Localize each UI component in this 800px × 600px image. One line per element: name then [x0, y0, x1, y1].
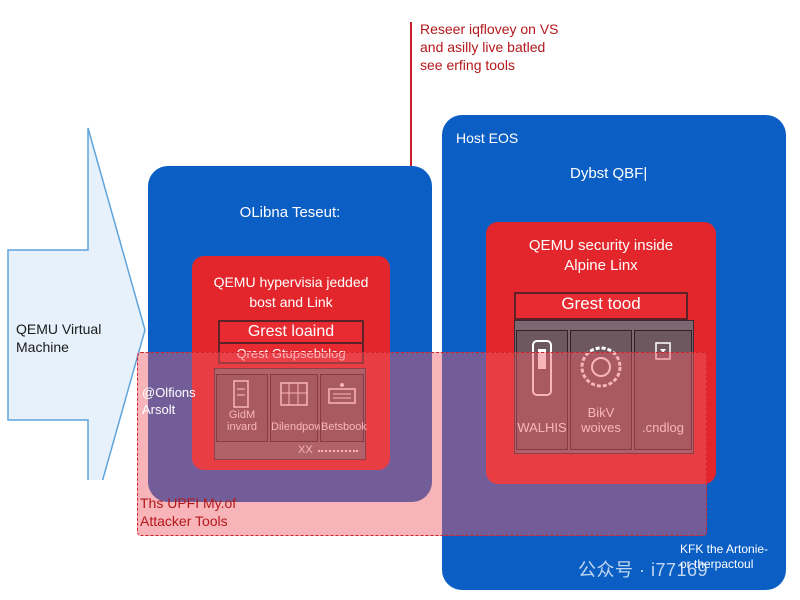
terminal-icon [233, 380, 249, 408]
tile-cndlog: .cndlog [634, 330, 692, 450]
guest-tool-bar: Grest tood [514, 292, 688, 320]
tile-betsbook: Betsbook [320, 374, 367, 442]
tile-label: BikV woives [581, 405, 621, 435]
host-os-subtitle: Dybst QBF| [570, 165, 648, 182]
host-os-title: Host EOS [456, 130, 519, 146]
top-annotation: Reseer iqflovey on VS and asilly live ba… [420, 20, 620, 74]
right-bottom-note-line: KFK the Artonie- [680, 542, 769, 556]
arrow-label-line: QEMU Virtual [16, 321, 102, 337]
tile-dilend: Dilendpowit [270, 374, 328, 442]
qemu-security-title-line: Alpine Linx [564, 257, 638, 274]
tile-label: Dilendpowit [271, 421, 328, 433]
watermark: 公众号 · i77169 [578, 560, 709, 580]
tile-gidm: GidM invard [216, 374, 268, 442]
clipboard-icon [655, 342, 671, 360]
qemu-security-title: QEMU security inside Alpine Linx [486, 236, 716, 276]
disk-icon [580, 346, 622, 388]
attacker-tools-label-line: Ths UPFI My.of [140, 495, 237, 511]
usb-device-icon [532, 340, 552, 396]
qemu-hypervisor-title: QEMU hypervisia jedded bost and Link [192, 272, 390, 312]
arrow-label: QEMU Virtual Machine [16, 320, 126, 356]
guest-os-title: OLibna Teseut: [239, 204, 341, 221]
right-bottom-note-line: or therpactoul [680, 557, 754, 571]
footer-mark: XX [298, 444, 313, 456]
guest-blog-bar: Qrest Gtupsebblog [218, 342, 364, 364]
keyboard-icon [328, 383, 356, 404]
arrow-label-line: Machine [16, 339, 69, 355]
tile-label: GidM invard [227, 409, 257, 433]
attacker-tools-overlay [137, 352, 707, 536]
grid-icon [280, 382, 308, 406]
tile-walhis: WALHIS [516, 330, 568, 450]
tile-label: .cndlog [642, 420, 684, 435]
footer-dots [318, 450, 358, 454]
tile-label: WALHIS [517, 420, 567, 435]
qemu-vm-arrow [7, 127, 146, 480]
attacker-side-label: @Olfions Arsolt [142, 384, 196, 418]
guest-loaind-bar: Grest loaind [218, 320, 364, 344]
attacker-side-label-line: Arsolt [142, 402, 176, 417]
attacker-tools-label-line: Attacker Tools [140, 513, 228, 529]
top-annotation-line: and asilly live batled [420, 39, 546, 55]
attacker-tools-label: Ths UPFI My.of Attacker Tools [140, 494, 236, 530]
qemu-hypervisor-title-line: QEMU hypervisia jedded [213, 274, 369, 290]
top-annotation-line: Reseer iqflovey on VS [420, 21, 559, 37]
qemu-hypervisor-title-line: bost and Link [249, 294, 333, 310]
qemu-security-title-line: QEMU security inside [528, 237, 674, 254]
tile-label: Betsbook [321, 421, 367, 433]
tile-bikv: BikV woives [570, 330, 632, 450]
right-bottom-note: KFK the Artonie- or therpactoul [680, 542, 784, 572]
top-annotation-line: see erfing tools [420, 57, 515, 73]
attacker-side-label-line: @Olfions [142, 385, 196, 400]
